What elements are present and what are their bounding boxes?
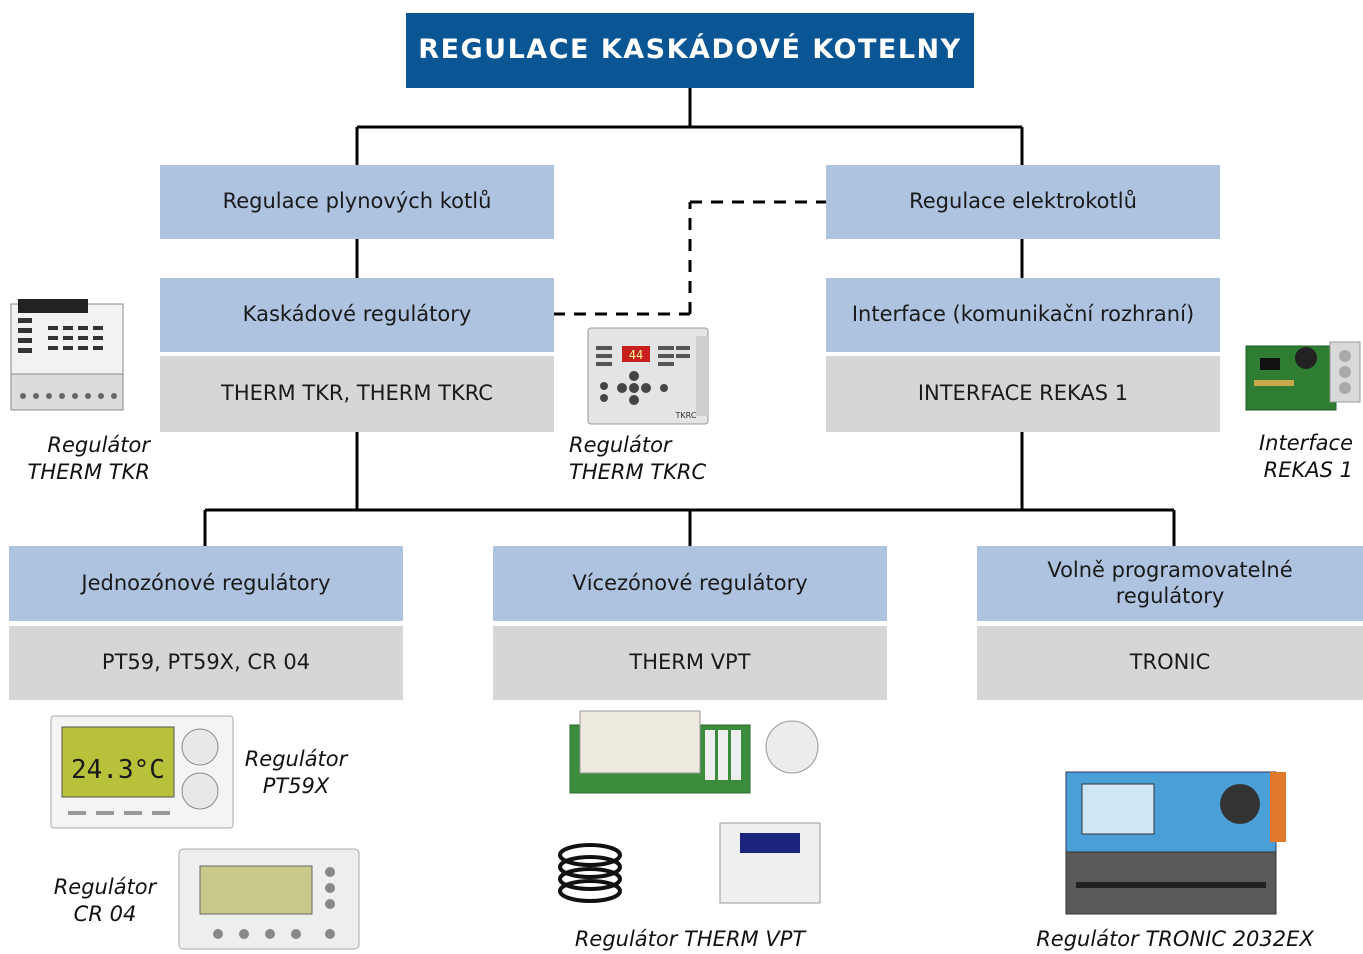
caption-interface-rekas: Interface REKAS 1 bbox=[1223, 430, 1353, 485]
caption-cr04: Regulátor CR 04 bbox=[40, 874, 170, 929]
node-single-zone-products: PT59, PT59X, CR 04 bbox=[9, 626, 403, 700]
caption-therm-vpt: Regulátor THERM VPT bbox=[574, 927, 806, 951]
caption-interface-rekas-line2: REKAS 1 bbox=[1263, 458, 1353, 483]
node-multi-zone-products: THERM VPT bbox=[493, 626, 887, 700]
diagram-title: REGULACE KASKÁDOVÉ KOTELNY bbox=[406, 13, 974, 88]
node-cascade-products: THERM TKR, THERM TKRC bbox=[160, 356, 554, 432]
caption-therm-tkrc-line2: THERM TKRC bbox=[569, 460, 707, 485]
caption-interface-rekas-line1: Interface bbox=[1258, 431, 1353, 455]
node-cascade-regulators: Kaskádové regulátory bbox=[160, 278, 554, 352]
node-interface: Interface (komunikační rozhraní) bbox=[826, 278, 1220, 352]
dashed-link bbox=[553, 200, 826, 316]
caption-pt59x-line2: PT59X bbox=[262, 774, 330, 799]
caption-therm-tkr: Regulátor THERM TKR bbox=[0, 432, 150, 487]
caption-cr04-line2: CR 04 bbox=[73, 902, 137, 927]
node-gas-boilers: Regulace plynových kotlů bbox=[160, 165, 554, 239]
cr04-image bbox=[178, 848, 360, 950]
tkrc-label-text: TKRC bbox=[675, 411, 697, 420]
caption-pt59x-line1: Regulátor bbox=[244, 747, 348, 771]
node-electric-boilers: Regulace elektrokotlů bbox=[826, 165, 1220, 239]
pt59x-image: 24.3°C bbox=[50, 715, 234, 829]
caption-pt59x: Regulátor PT59X bbox=[236, 746, 356, 801]
caption-therm-tkrc: Regulátor THERM TKRC bbox=[569, 432, 706, 487]
node-interface-products: INTERFACE REKAS 1 bbox=[826, 356, 1220, 432]
therm-tkr-image bbox=[10, 299, 124, 411]
caption-therm-tkr-line1: Regulátor bbox=[47, 433, 150, 457]
node-multi-zone: Vícezónové regulátory bbox=[493, 546, 887, 621]
node-programmable-products: TRONIC bbox=[977, 626, 1363, 700]
pt59x-display-text: 24.3°C bbox=[71, 755, 165, 785]
caption-cr04-line1: Regulátor bbox=[53, 875, 157, 899]
tronic-image bbox=[1065, 771, 1286, 915]
caption-tronic: Regulátor TRONIC 2032EX bbox=[1036, 927, 1314, 951]
node-programmable: Volně programovatelné regulátory bbox=[977, 546, 1363, 621]
interface-rekas-image bbox=[1245, 341, 1361, 411]
caption-therm-tkrc-line1: Regulátor bbox=[569, 433, 672, 457]
therm-tkrc-image: 44 TKRC bbox=[587, 327, 709, 425]
therm-vpt-image bbox=[558, 710, 821, 904]
caption-therm-tkr-line2: THERM TKR bbox=[27, 460, 150, 485]
tkrc-display-text: 44 bbox=[629, 348, 643, 362]
node-single-zone: Jednozónové regulátory bbox=[9, 546, 403, 621]
